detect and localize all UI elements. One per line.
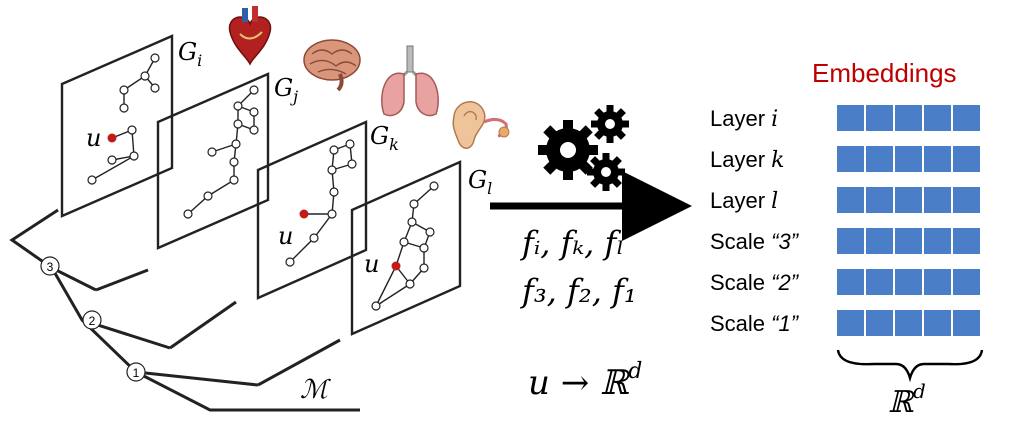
node-u-label-gk: u	[278, 222, 293, 250]
node-u-gi	[107, 133, 117, 143]
embedding-cell	[893, 144, 924, 174]
dimension-brace	[836, 349, 984, 383]
embedding-cell	[864, 185, 895, 215]
tree-level-1-marker: 1	[126, 362, 146, 382]
functions-row-1: fᵢ, fₖ, fₗ	[520, 224, 624, 262]
embedding-cell	[922, 144, 953, 174]
embedding-cell	[951, 267, 982, 297]
embedding-cell	[922, 103, 953, 133]
tree-level-1-label: 1	[133, 366, 140, 380]
embedding-cell	[835, 185, 866, 215]
embedding-cell	[893, 185, 924, 215]
tree-level-3-label: 3	[47, 260, 54, 274]
embedding-cell	[922, 226, 953, 256]
ear-icon	[452, 101, 510, 149]
embedding-cell	[922, 308, 953, 338]
embedding-cell	[951, 144, 982, 174]
embedding-rows: Layer i Layer k Layer l Scale “3” Scale “2” S…	[710, 103, 982, 338]
graph-gi: u	[60, 34, 174, 218]
heart-icon	[228, 6, 272, 66]
manifold-label: ℳ	[300, 375, 331, 405]
embedding-cell	[864, 267, 895, 297]
node-u-gk	[299, 209, 309, 219]
graph-gj	[156, 72, 270, 250]
embedding-cell	[951, 103, 982, 133]
embedding-row-label: Layer k	[710, 147, 785, 173]
embedding-row-label: Scale “1”	[710, 311, 800, 336]
tree-level-2-label: 2	[89, 314, 96, 328]
embedding-cell	[893, 267, 924, 297]
embedding-cell	[893, 103, 924, 133]
embedding-cell	[864, 308, 895, 338]
embedding-cell	[864, 103, 895, 133]
embedding-cell	[922, 185, 953, 215]
embedding-cell	[835, 226, 866, 256]
graph-gi-label: Gi	[178, 38, 202, 70]
lungs-icon	[381, 45, 439, 117]
graph-gl-label: Gl	[468, 166, 492, 198]
embeddings-title: Embeddings	[812, 58, 957, 88]
graph-gk: u	[256, 120, 368, 300]
mapping-formula: u → ℝd	[528, 359, 642, 403]
node-u-label-gl: u	[364, 250, 379, 278]
embedding-cell	[835, 267, 866, 297]
node-u-label-gi: u	[86, 124, 101, 152]
embedding-row-label: Scale “2”	[710, 270, 800, 295]
embedding-cell	[835, 103, 866, 133]
functions-row-2: f₃, f₂, f₁	[520, 272, 637, 310]
embedding-cell	[864, 226, 895, 256]
embedding-cell	[951, 185, 982, 215]
embedding-row-label: Layer i	[710, 106, 778, 132]
tree-level-3-marker: 3	[40, 256, 60, 276]
embedding-cell	[893, 226, 924, 256]
embedding-cell	[922, 267, 953, 297]
embedding-row-label: Scale “3”	[710, 229, 800, 254]
graph-gk-label: Gk	[370, 122, 399, 154]
brain-icon	[303, 39, 361, 92]
graph-gj-label: Gj	[274, 74, 298, 106]
embedding-cell	[835, 144, 866, 174]
embedding-row-label: Layer l	[710, 188, 778, 214]
embedding-cell	[951, 308, 982, 338]
embedding-cell	[951, 226, 982, 256]
embedding-cell	[864, 144, 895, 174]
gears-icon	[538, 105, 629, 191]
embedding-cell	[893, 308, 924, 338]
embedding-cell	[835, 308, 866, 338]
tree-level-2-marker: 2	[82, 310, 102, 330]
dimension-label: ℝd	[888, 379, 926, 420]
node-u-gl	[391, 261, 401, 271]
graph-gl: u	[350, 160, 462, 336]
